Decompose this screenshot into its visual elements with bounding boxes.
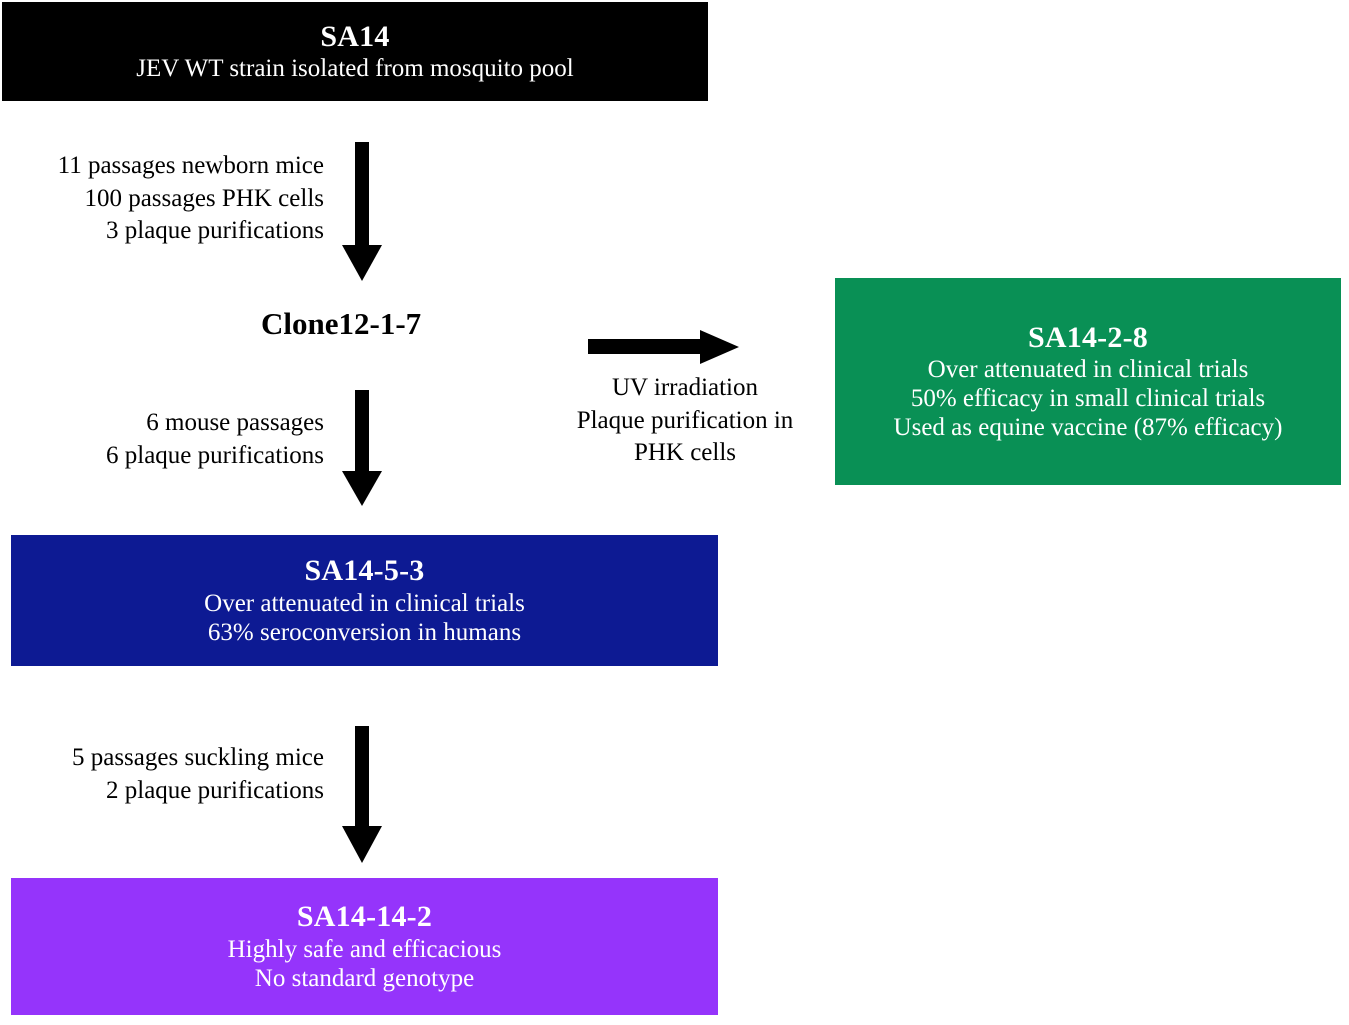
arrow-down-sa14-5-3-to-sa14-14-2 [327,726,397,864]
edge-label-line-1: UV irradiation [611,374,759,401]
node-sa14-5-3-title: SA14-5-3 [304,554,425,588]
node-sa14-5-3-line-1: Over attenuated in clinical trials [204,589,525,617]
edge-label-clone-to-sa14-2-8: UV irradiation Plaque purification in PH… [560,372,810,470]
edge-label-line-1: 6 mouse passages [146,409,324,436]
edge-label-line-3: 3 plaque purifications [106,217,324,244]
arrow-down-sa14-to-clone [327,142,397,282]
edge-label-line-2: 6 plaque purifications [106,441,324,469]
node-sa14-14-2-title: SA14-14-2 [296,900,433,934]
node-clone12-1-7: Clone12-1-7 [261,306,422,341]
node-sa14-14-2: SA14-14-2 Highly safe and efficacious No… [11,878,718,1015]
arrow-down-clone-to-sa14-5-3 [327,390,397,507]
node-sa14-2-8-title: SA14-2-8 [1028,320,1148,354]
node-sa14-2-8: SA14-2-8 Over attenuated in clinical tri… [835,278,1341,485]
edge-label-line-2: Plaque purification in PHK cells [576,406,794,467]
node-sa14-line-1: JEV WT strain isolated from mosquito poo… [136,55,574,83]
edge-label-sa14-to-clone: 11 passages newborn mice 100 passages PH… [14,150,324,248]
edge-label-sa14-5-3-to-sa14-14-2: 5 passages suckling mice 2 plaque purifi… [24,742,324,807]
node-sa14-2-8-line-3: Used as equine vaccine (87% efficacy) [893,414,1283,442]
node-sa14-title: SA14 [320,19,390,53]
node-sa14-5-3: SA14-5-3 Over attenuated in clinical tri… [11,535,718,666]
edge-label-line-2: 2 plaque purifications [106,776,324,804]
arrow-right-clone-to-sa14-2-8 [588,326,740,370]
edge-label-clone-to-sa14-5-3: 6 mouse passages 6 plaque purifications [24,407,324,472]
node-sa14-2-8-line-1: Over attenuated in clinical trials [927,356,1249,384]
node-sa14-2-8-line-2: 50% efficacy in small clinical trials [910,385,1266,413]
edge-label-line-2: 100 passages PHK cells [84,184,324,212]
node-sa14-14-2-line-2: No standard genotype [254,964,475,992]
edge-label-line-1: 11 passages newborn mice [57,152,324,179]
node-sa14: SA14 JEV WT strain isolated from mosquit… [2,2,708,101]
edge-label-line-1: 5 passages suckling mice [71,744,324,771]
node-sa14-5-3-line-2: 63% seroconversion in humans [207,618,522,646]
node-sa14-14-2-line-1: Highly safe and efficacious [227,935,502,963]
